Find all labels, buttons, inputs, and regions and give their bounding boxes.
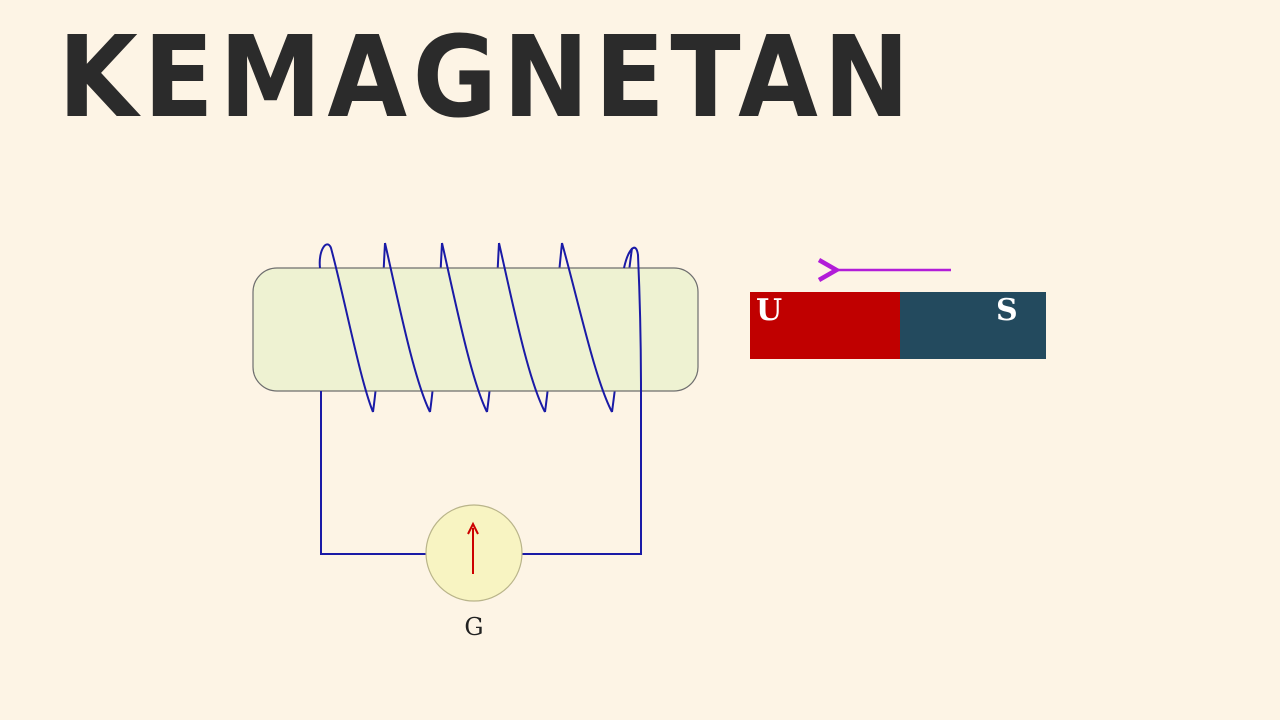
galvanometer-label: G <box>464 613 483 641</box>
coil-front <box>318 242 642 413</box>
galvanometer: G <box>425 504 523 641</box>
page-title: KEMAGNETAN <box>58 13 916 143</box>
north-pole-label: U <box>756 293 782 328</box>
solenoid-core <box>252 267 699 392</box>
circuit-wires <box>320 391 642 555</box>
bar-magnet: U S <box>750 292 1046 359</box>
magnet-south-pole <box>900 292 1046 359</box>
magnet-north-pole <box>750 292 900 359</box>
south-pole-label: S <box>996 293 1018 328</box>
